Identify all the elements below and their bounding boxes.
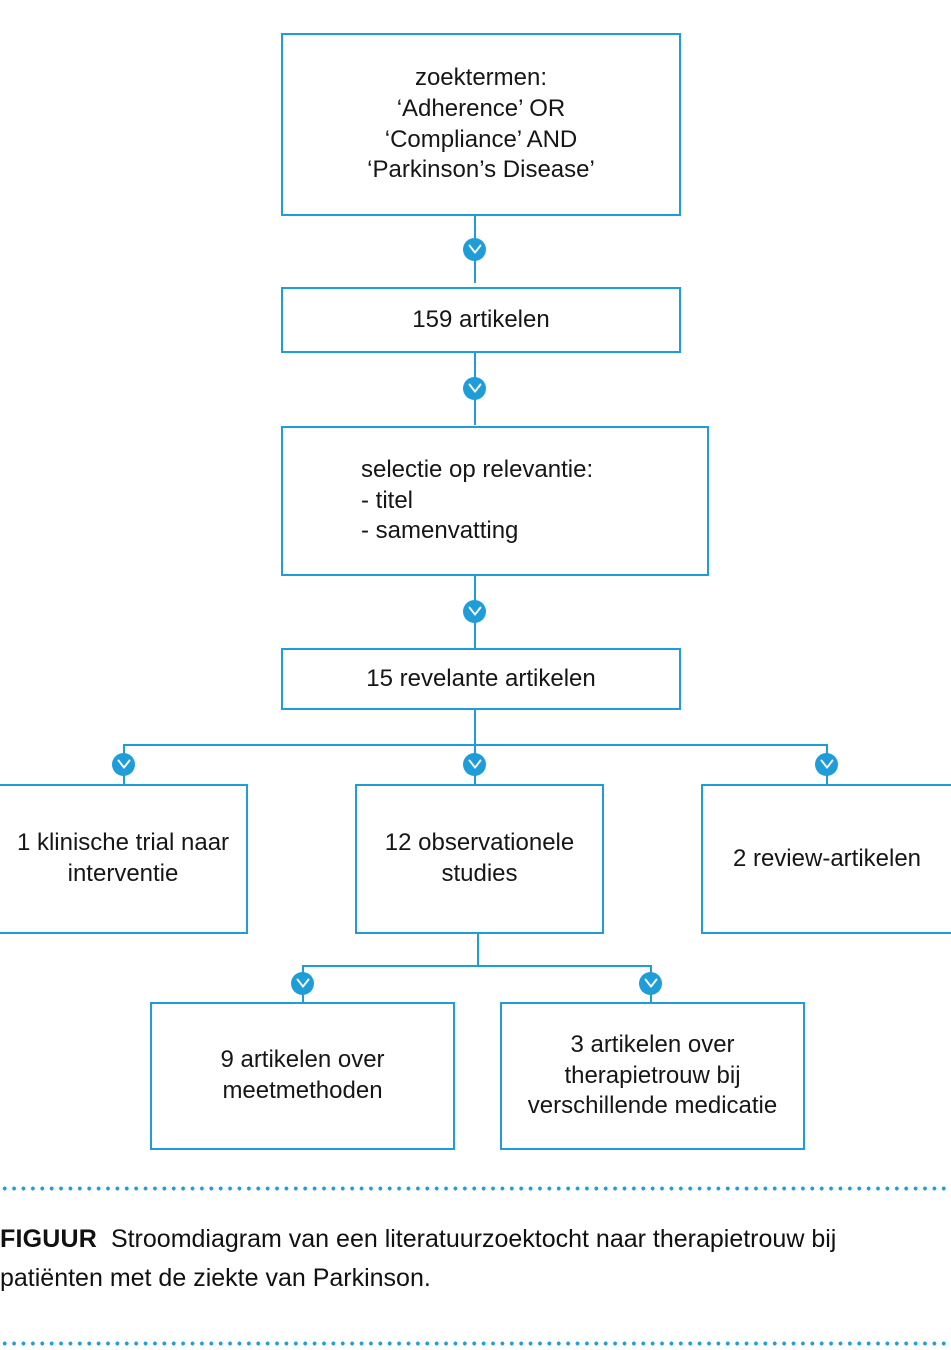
connector-relevant-down: [474, 710, 476, 746]
caption-prefix: FIGUUR: [0, 1225, 98, 1253]
node-articles-found: 159 artikelen: [281, 287, 681, 353]
chevron-down-icon: [112, 753, 135, 776]
chevron-down-icon: [639, 972, 662, 995]
node-adherence-medication: 3 artikelen over therapietrouw bij versc…: [500, 1002, 805, 1150]
chevron-down-icon: [463, 238, 486, 261]
chevron-down-icon: [463, 753, 486, 776]
chevron-down-icon: [291, 972, 314, 995]
caption-text: FIGUUR Stroomdiagram van een literatuurz…: [0, 1220, 945, 1298]
chevron-down-icon: [815, 753, 838, 776]
node-search-terms: zoektermen: ‘Adherence’ OR ‘Compliance’ …: [281, 33, 681, 216]
node-relevant-articles: 15 revelante artikelen: [281, 648, 681, 710]
chevron-down-icon: [463, 600, 486, 623]
connector-observational-down: [477, 934, 479, 966]
connector-subbranch-horizontal: [302, 965, 651, 967]
caption-divider-bottom: [0, 1341, 951, 1346]
node-clinical-trial: 1 klinische trial naar interventie: [0, 784, 248, 934]
node-observational-studies: 12 observationele studies: [355, 784, 604, 934]
node-measurement-methods: 9 artikelen over meetmethoden: [150, 1002, 455, 1150]
caption-body: Stroomdiagram van een literatuurzoektoch…: [0, 1225, 837, 1292]
chevron-down-icon: [463, 377, 486, 400]
node-review-articles: 2 review-artikelen: [701, 784, 951, 934]
caption-divider-top: [0, 1186, 951, 1191]
figure-caption: FIGUUR Stroomdiagram van een literatuurz…: [0, 1186, 951, 1346]
node-relevance-selection: selectie op relevantie: - titel - samenv…: [281, 426, 709, 576]
